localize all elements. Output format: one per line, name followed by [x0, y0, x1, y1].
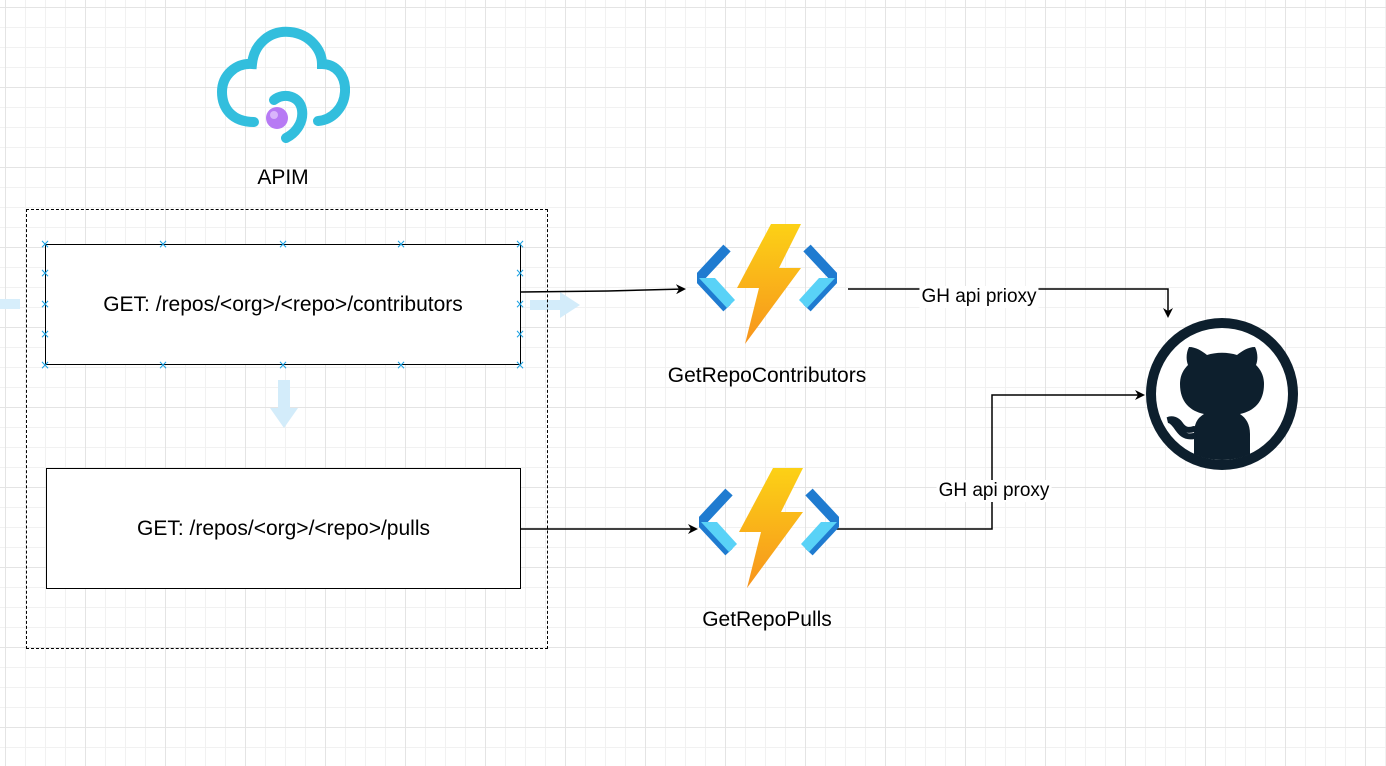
selection-handle[interactable]: ×	[278, 358, 289, 372]
apim-group-container[interactable]	[26, 209, 548, 649]
hint-arrow-right[interactable]	[530, 292, 580, 318]
selection-handle[interactable]: ×	[158, 358, 169, 372]
selection-handle[interactable]: ×	[515, 358, 526, 372]
github-octocat-icon[interactable]	[1146, 318, 1298, 470]
endpoint-contributors-label: GET: /repos/<org>/<repo>/contributors	[103, 292, 463, 316]
selection-handle[interactable]: ×	[40, 237, 51, 251]
edge-label-contributors[interactable]: GH api prioxy	[919, 286, 1039, 308]
edge-contributors-to-function[interactable]	[520, 284, 686, 295]
edge-label-pulls[interactable]: GH api proxy	[936, 480, 1052, 502]
selection-handle[interactable]: ×	[40, 358, 51, 372]
selection-handle[interactable]: ×	[396, 358, 407, 372]
azure-function-icon[interactable]	[697, 222, 837, 346]
endpoint-pulls-box[interactable]: GET: /repos/<org>/<repo>/pulls	[46, 468, 521, 589]
selection-handle[interactable]: ×	[515, 237, 526, 251]
selection-handle[interactable]: ×	[515, 266, 526, 280]
hint-arrow-down[interactable]	[270, 380, 298, 428]
selection-handle[interactable]: ×	[396, 237, 407, 251]
selection-handle[interactable]: ×	[40, 327, 51, 341]
edge-pulls-to-github[interactable]	[836, 390, 1145, 530]
apim-cloud-icon[interactable]	[214, 20, 350, 150]
azure-function-icon[interactable]	[699, 466, 839, 590]
selection-handle[interactable]: ×	[158, 237, 169, 251]
selection-handle[interactable]: ×	[515, 297, 526, 311]
selection-handle[interactable]: ×	[515, 327, 526, 341]
selection-handle[interactable]: ×	[40, 266, 51, 280]
endpoint-pulls-label: GET: /repos/<org>/<repo>/pulls	[136, 516, 430, 540]
selection-handle[interactable]: ×	[278, 237, 289, 251]
function-pulls-label: GetRepoPulls	[702, 608, 832, 631]
endpoint-contributors-box[interactable]: GET: /repos/<org>/<repo>/contributors	[45, 244, 521, 365]
apim-label: APIM	[257, 166, 309, 189]
selection-handle[interactable]: ×	[40, 297, 51, 311]
function-contributors-label: GetRepoContributors	[667, 364, 867, 387]
hint-arrow-left[interactable]	[0, 299, 20, 309]
